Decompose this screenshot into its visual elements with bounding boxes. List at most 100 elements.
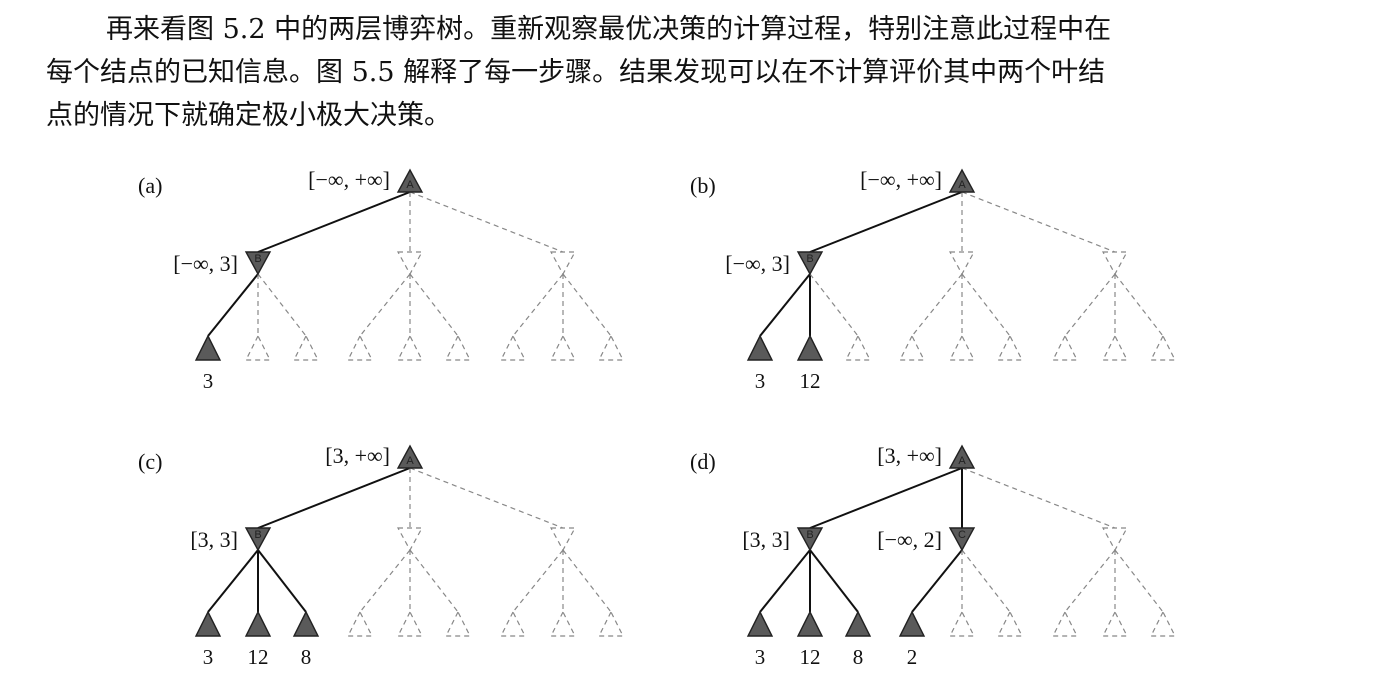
edge-min-to-leaf xyxy=(257,273,307,337)
root-node-range: [3, +∞] xyxy=(325,443,390,468)
leaf-node xyxy=(898,610,926,637)
edge-min-to-leaf xyxy=(512,273,564,337)
paragraph-line-3: 点的情况下就确定极小极大决策。 xyxy=(46,100,451,131)
leaf-node xyxy=(746,610,774,637)
leaf-node xyxy=(746,334,774,361)
min-node-range: [3, 3] xyxy=(190,527,238,552)
leaf-node xyxy=(445,610,471,637)
leaf-node xyxy=(292,610,320,637)
leaf-node xyxy=(1150,610,1176,637)
leaf-value: 3 xyxy=(755,369,766,393)
edge-min-to-leaf xyxy=(759,549,811,613)
min-node-letter: C xyxy=(958,529,966,541)
max-node-root xyxy=(948,444,976,469)
edge-root-to-min xyxy=(257,467,411,529)
edge-min-to-leaf xyxy=(409,549,459,613)
root-node-letter: A xyxy=(958,455,966,467)
min-node-letter: B xyxy=(254,529,261,541)
edge-min-to-leaf xyxy=(562,273,612,337)
tree-panel-a: (a) 3 B [−∞, 3] A [−∞, +∞] xyxy=(138,167,624,393)
edge-min-to-leaf xyxy=(809,549,859,613)
min-node xyxy=(1101,251,1129,276)
leaf-value: 3 xyxy=(755,645,766,669)
panel-tag: (b) xyxy=(690,173,716,198)
min-node xyxy=(549,527,577,552)
min-node-letter: B xyxy=(806,253,813,265)
leaf-node xyxy=(445,334,471,361)
max-node-root xyxy=(948,168,976,193)
min-node-letter: B xyxy=(254,253,261,265)
min-node xyxy=(244,527,272,552)
min-node xyxy=(948,251,976,276)
min-node xyxy=(549,251,577,276)
leaf-node xyxy=(997,610,1023,637)
root-node-range: [−∞, +∞] xyxy=(308,167,390,192)
root-node-letter: A xyxy=(958,179,966,191)
body-paragraph: 再来看图 5.2 中的两层博弈树。重新观察最优决策的计算过程，特别注意此过程中在… xyxy=(46,8,1366,137)
leaf-value: 8 xyxy=(301,645,312,669)
edge-min-to-leaf xyxy=(1114,273,1164,337)
edge-min-to-leaf xyxy=(759,273,811,337)
edge-root-to-min xyxy=(961,467,1116,529)
panel-tag: (c) xyxy=(138,449,162,474)
edge-root-to-min xyxy=(961,191,1116,253)
paragraph-line-2: 每个结点的已知信息。图 5.5 解释了每一步骤。结果发现可以在不计算评价其中两个… xyxy=(46,57,1106,88)
panel-tag: (d) xyxy=(690,449,716,474)
leaf-value: 2 xyxy=(907,645,918,669)
leaf-node xyxy=(598,334,624,361)
panel-tag: (a) xyxy=(138,173,162,198)
root-node-letter: A xyxy=(406,179,414,191)
edge-min-to-leaf xyxy=(809,273,859,337)
leaf-value: 3 xyxy=(203,645,214,669)
leaf-value: 12 xyxy=(800,645,821,669)
min-node-letter: B xyxy=(806,529,813,541)
leaf-value: 12 xyxy=(800,369,821,393)
leaf-node xyxy=(845,334,871,361)
leaf-node xyxy=(550,334,576,361)
paragraph-line-1: 再来看图 5.2 中的两层博弈树。重新观察最优决策的计算过程，特别注意此过程中在 xyxy=(106,14,1112,45)
min-node xyxy=(796,527,824,552)
leaf-node xyxy=(1102,610,1128,637)
edge-min-to-leaf xyxy=(562,549,612,613)
min-node-range: [−∞, 3] xyxy=(725,251,790,276)
min-node xyxy=(1101,527,1129,552)
edge-min-to-leaf xyxy=(512,549,564,613)
edge-min-to-leaf xyxy=(961,273,1011,337)
leaf-value: 12 xyxy=(248,645,269,669)
leaf-node xyxy=(550,610,576,637)
leaf-node xyxy=(245,334,271,361)
leaf-node xyxy=(194,610,222,637)
leaf-node xyxy=(347,334,373,361)
leaf-node xyxy=(397,334,423,361)
leaf-node xyxy=(347,610,373,637)
edge-min-to-leaf xyxy=(207,273,259,337)
edge-min-to-leaf xyxy=(207,549,259,613)
leaf-node xyxy=(293,334,319,361)
leaf-node xyxy=(598,610,624,637)
edge-root-to-min xyxy=(809,191,963,253)
max-node-root xyxy=(396,168,424,193)
min-node-range: [−∞, 2] xyxy=(877,527,942,552)
edge-min-to-leaf xyxy=(911,273,963,337)
min-node xyxy=(396,527,424,552)
edge-min-to-leaf xyxy=(1064,273,1116,337)
leaf-node xyxy=(796,334,824,361)
leaf-node xyxy=(500,610,526,637)
min-node xyxy=(948,527,976,552)
leaf-node xyxy=(949,334,975,361)
min-node xyxy=(796,251,824,276)
min-node xyxy=(396,251,424,276)
leaf-node xyxy=(1102,334,1128,361)
leaf-node xyxy=(194,334,222,361)
edge-min-to-leaf xyxy=(1114,549,1164,613)
edge-root-to-min xyxy=(409,191,564,253)
leaf-node xyxy=(1150,334,1176,361)
leaf-value: 3 xyxy=(203,369,214,393)
leaf-node xyxy=(244,610,272,637)
min-node-range: [−∞, 3] xyxy=(173,251,238,276)
leaf-node xyxy=(1052,610,1078,637)
